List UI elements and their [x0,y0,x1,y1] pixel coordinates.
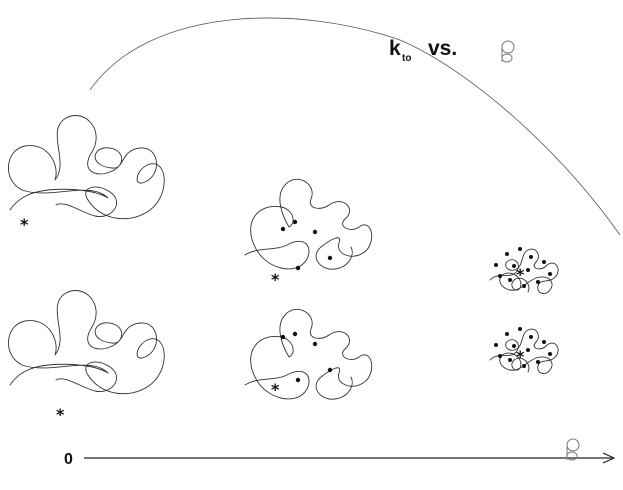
rate-trend-curve [89,17,621,236]
crosslink-point [312,341,318,347]
rho-symbol-icon [501,40,515,63]
crosslink-point [494,263,498,267]
star-marker: * [271,380,280,399]
crosslink-point [280,334,286,340]
coil-densely-crosslinked-top: * [489,247,559,294]
crosslink-point [327,367,333,373]
crosslink-point [518,327,522,331]
crosslink-point [522,364,526,368]
coil-partially-crosslinked-top: * [244,178,373,289]
rho-symbol-icon [566,438,580,461]
crosslink-point [512,344,516,348]
crosslink-point [280,226,286,232]
star-marker: * [56,405,65,424]
crosslink-point [505,332,509,336]
crosslink-point [295,377,301,383]
crosslink-point [327,255,333,261]
crosslink-point [536,280,540,284]
crosslink-point [508,278,512,282]
star-marker: * [271,270,280,289]
crosslink-point [522,284,526,288]
crosslink-point [529,335,533,339]
crosslink-point [508,358,512,362]
crosslink-point [512,264,516,268]
crosslink-point [542,340,546,344]
crosslink-point [526,348,530,352]
crosslink-point [292,219,298,225]
crosslink-point [526,268,530,272]
crosslink-point [536,360,540,364]
crosslink-point [529,255,533,259]
x-axis: 0 [64,438,616,468]
title-k: k [389,37,401,60]
title-subscript: to [402,53,411,64]
coil-partially-crosslinked-bottom: * [244,308,373,400]
crosslink-point [518,247,522,251]
crosslink-point [498,354,502,358]
coil-uncrosslinked-bottom: * [7,290,165,424]
star-marker: * [516,347,525,366]
star-marker: * [20,215,29,234]
title-vs: vs. [428,37,457,60]
crosslink-point [542,260,546,264]
crosslink-point [295,265,301,271]
chart-title: k to vs. [389,37,515,64]
axis-origin-label: 0 [64,451,73,468]
coil-densely-crosslinked-bottom: * [489,327,559,374]
arrow-head-icon [602,452,616,464]
crosslink-point [498,274,502,278]
crosslink-point [312,229,318,235]
crosslink-point [494,343,498,347]
star-marker: * [516,265,525,284]
crosslink-point [548,352,552,356]
crosslink-point [505,252,509,256]
coil-uncrosslinked-top: * [7,115,165,234]
crosslink-point [292,331,298,337]
crosslink-point [548,272,552,276]
